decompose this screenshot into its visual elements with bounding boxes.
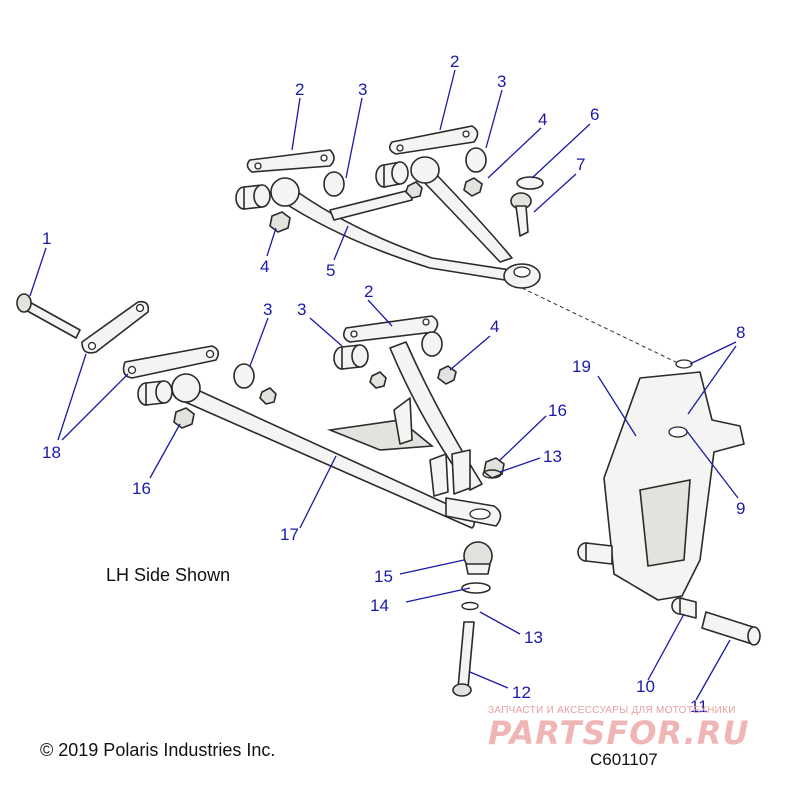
callout-13: 13 <box>524 628 543 647</box>
part-11-pin <box>701 611 761 646</box>
callout-9: 9 <box>736 499 745 518</box>
part-10-bushing <box>671 597 697 619</box>
callout-14: 14 <box>370 596 389 615</box>
copyright-text: © 2019 Polaris Industries Inc. <box>40 740 276 760</box>
callout-2: 2 <box>450 52 459 71</box>
part-19-steering-knuckle <box>577 359 745 601</box>
part-14-retaining-ring <box>461 582 491 594</box>
callout-2: 2 <box>364 282 373 301</box>
part-13-rings <box>461 469 502 611</box>
callout-6: 6 <box>590 105 599 124</box>
part-15-ball-joint <box>463 541 493 575</box>
part-17-lower-a-arm <box>171 341 502 529</box>
leader-lines <box>29 69 739 701</box>
watermark-tagline: ЗАПЧАСТИ И АКСЕССУАРЫ ДЛЯ МОТОТЕХНИКИ <box>488 705 736 716</box>
callout-12: 12 <box>512 683 531 702</box>
callout-4: 4 <box>538 110 547 129</box>
callout-10: 10 <box>636 677 655 696</box>
part-1-bolt <box>16 293 81 339</box>
callout-16: 16 <box>132 479 151 498</box>
callout-1: 1 <box>42 229 51 248</box>
part-4-nuts-upper <box>269 177 483 233</box>
part-5-upper-a-arm <box>270 156 541 289</box>
callout-3: 3 <box>358 80 367 99</box>
part-3-upper-bushings <box>235 147 487 210</box>
diagram-code: C601107 <box>590 750 658 769</box>
part-6-retaining-ring <box>516 176 544 190</box>
callout-13: 13 <box>543 447 562 466</box>
callout-3: 3 <box>497 72 506 91</box>
callout-11: 11 <box>690 697 708 716</box>
part-7-ball-stud <box>510 192 532 237</box>
part-4-nuts-lower <box>259 365 457 405</box>
callout-5: 5 <box>326 261 335 280</box>
callout-16: 16 <box>548 401 567 420</box>
watermark-logo: PARTSFOR.RU <box>488 714 750 752</box>
callout-8: 8 <box>736 323 745 342</box>
callout-18: 18 <box>42 443 61 462</box>
part-2-upper-plates <box>246 125 479 173</box>
callout-4: 4 <box>260 257 269 276</box>
callout-labels: 1 2 2 2 3 3 3 3 4 4 4 5 6 7 8 9 10 11 12… <box>42 52 745 716</box>
side-shown-label: LH Side Shown <box>106 565 231 585</box>
callout-4: 4 <box>490 317 499 336</box>
callout-17: 17 <box>280 525 299 544</box>
callout-3: 3 <box>297 300 306 319</box>
callout-19: 19 <box>572 357 591 376</box>
callout-2: 2 <box>295 80 304 99</box>
part-3-lower-bushings <box>137 331 443 406</box>
callout-7: 7 <box>576 155 585 174</box>
part-12-bolt <box>452 621 475 697</box>
callout-3: 3 <box>263 300 272 319</box>
callout-15: 15 <box>374 567 393 586</box>
alignment-line <box>521 287 681 365</box>
part-18-bracket <box>81 300 220 379</box>
watermark: ЗАПЧАСТИ И АКСЕССУАРЫ ДЛЯ МОТОТЕХНИКИ PA… <box>488 705 788 752</box>
